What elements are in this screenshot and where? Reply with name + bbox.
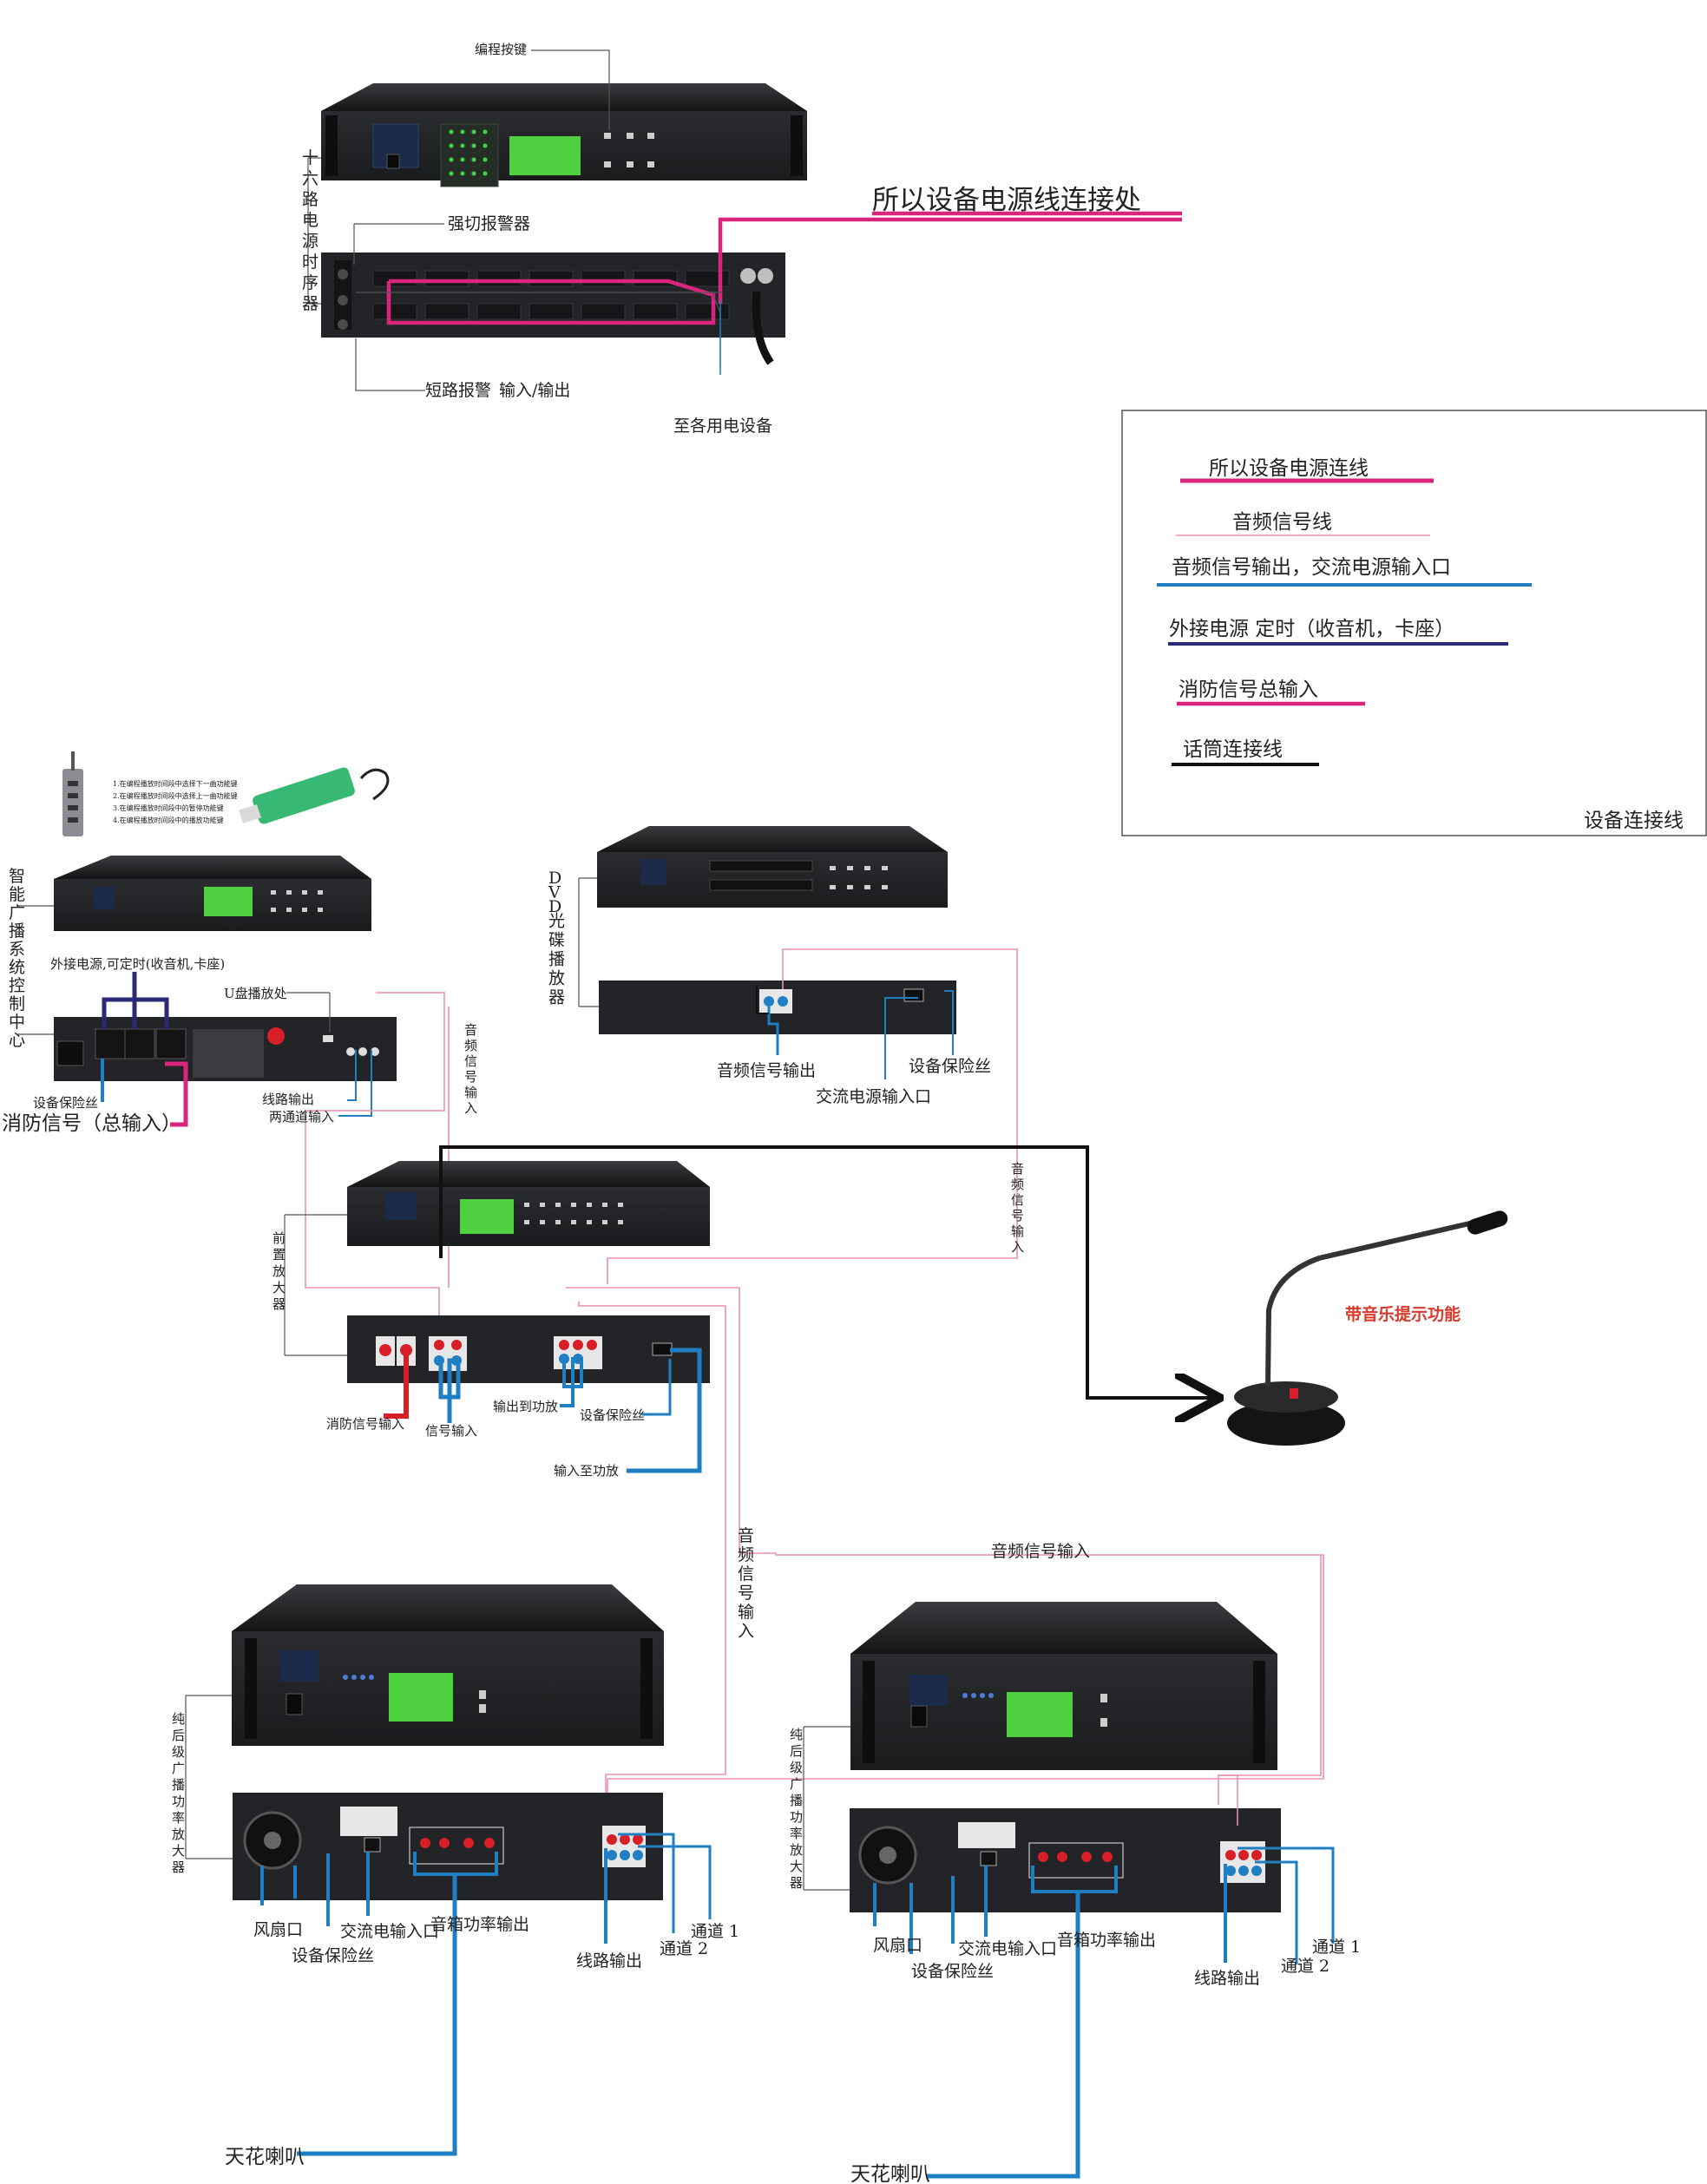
microphone <box>1227 1210 1508 1446</box>
sequencer-callouts <box>307 49 722 391</box>
legend-item-2: 音频信号输出，交流电源输入口 <box>1172 556 1451 579</box>
amp-right-speaker-out-label: 音箱功率输出 <box>1057 1931 1156 1950</box>
amp-left-fuse-label: 设备保险丝 <box>292 1946 374 1965</box>
legend-title: 设备连接线 <box>1584 810 1684 832</box>
control-center-vertical-label: 智能广播系统控制中心 <box>9 867 25 1050</box>
fire-input-line <box>165 1061 188 1127</box>
control-center <box>54 751 397 1081</box>
amp-left-lines <box>260 1833 712 2156</box>
external-power-label: 外接电源,可定时(收音机,卡座) <box>50 956 225 972</box>
preamp-out-to-amp-label: 输出到功放 <box>493 1399 558 1414</box>
dvd-player <box>597 826 956 1034</box>
amp-left <box>232 1584 664 1900</box>
to-devices-label: 至各用电设备 <box>673 416 772 436</box>
usb-play-port[interactable] <box>267 1027 285 1045</box>
preamp-out-line <box>560 1357 583 1407</box>
preamp-signal-line <box>438 1358 461 1423</box>
mic-line <box>439 1145 1217 1398</box>
amp-right-fan-label: 风扇口 <box>873 1936 922 1955</box>
legend-box <box>1121 410 1707 836</box>
legend-item-1: 音频信号线 <box>1232 511 1332 534</box>
amp-right-ac-in-label: 交流电输入口 <box>958 1939 1057 1958</box>
amp-left-ac-in-label: 交流电输入口 <box>340 1922 439 1941</box>
power-lines <box>386 211 1182 325</box>
power-sequencer-front <box>321 83 807 187</box>
mic-feature-label: 带音乐提示功能 <box>1345 1304 1461 1324</box>
amp-right-lines <box>873 1846 1335 2179</box>
remote-note-2: 2.在编程播放时间段中选择上一曲功能键 <box>113 791 238 800</box>
legend-item-4: 消防信号总输入 <box>1178 679 1318 701</box>
usb-drive <box>239 767 390 824</box>
amp-right-line-out-label: 线路输出 <box>1194 1969 1260 1988</box>
cc-frame-lines <box>17 905 331 1035</box>
legend-item-3: 外接电源 定时（收音机，卡座） <box>1169 618 1454 640</box>
amp-left-ch1-label: 通道 1 <box>691 1922 739 1941</box>
usb-slot-label: U盘播放处 <box>224 986 287 1001</box>
control-center-front <box>54 856 371 931</box>
ext-power-lines <box>102 972 169 1029</box>
preamp-to-amp-line <box>627 1348 702 1473</box>
dvd-lines <box>756 985 954 1079</box>
dvd-audio-out-label: 音频信号输出 <box>717 1061 816 1080</box>
remote-control <box>62 751 83 836</box>
amp-right-ch2-label: 通道 2 <box>1281 1957 1329 1976</box>
program-keys[interactable] <box>604 133 654 167</box>
power-connection-title: 所以设备电源线连接处 <box>872 185 1141 216</box>
amp-left-ch2-label: 通道 2 <box>660 1939 708 1958</box>
amp-left-speaker-out-label: 音箱功率输出 <box>430 1915 529 1934</box>
in-out-label: 输入/输出 <box>499 381 570 400</box>
amp-right-audio-in-label: 音频信号输入 <box>991 1542 1090 1561</box>
preamp-fuse-label: 设备保险丝 <box>580 1407 645 1423</box>
two-ch-in-label: 两通道输入 <box>269 1109 334 1125</box>
amp-right <box>850 1602 1281 1912</box>
legend-item-0: 所以设备电源连线 <box>1209 457 1369 480</box>
amp-left-line-out-label: 线路输出 <box>576 1951 642 1971</box>
preamp-fire-in-label: 消防信号输入 <box>326 1416 404 1432</box>
power-sequencer <box>321 83 807 365</box>
remote-note-3: 3.在编程播放时间段中的暂停功能键 <box>113 803 224 812</box>
force-cut-alarm-label: 强切报警器 <box>448 214 530 233</box>
amp-left-vertical-label: 纯后级广播功率放大器 <box>172 1711 185 1875</box>
dvd-fuse-label: 设备保险丝 <box>909 1057 991 1076</box>
amp-right-ch1-label: 通道 1 <box>1312 1938 1361 1957</box>
amp-left-ceiling-speaker-label: 天花喇叭 <box>225 2146 305 2168</box>
legend-item-5: 话筒连接线 <box>1183 738 1283 761</box>
sequencer-vertical-label: 十六路电源时序器 <box>302 148 318 313</box>
program-keys-label: 编程按键 <box>475 42 527 57</box>
preamp-in-to-amp-label: 输入至功放 <box>554 1463 619 1479</box>
preamp-vertical-label: 前置放大器 <box>272 1230 286 1312</box>
amp-right-ceiling-speaker-label: 天花喇叭 <box>850 2163 930 2184</box>
preamp-signal-in-label: 信号输入 <box>425 1423 477 1439</box>
sequencer-lcd <box>509 136 581 175</box>
audio-signal-in-vertical-3: 音频信号输入 <box>738 1526 754 1641</box>
line-out-label: 线路输出 <box>262 1092 314 1107</box>
amp-right-vertical-label: 纯后级广播功率放大器 <box>790 1727 803 1891</box>
sequencer-leds <box>449 129 488 176</box>
control-center-rear <box>54 1017 397 1081</box>
cc-callouts <box>338 1050 372 1117</box>
amp-left-fan-label: 风扇口 <box>253 1920 303 1939</box>
remote-note-4: 4.在编程播放时间段中的播放功能键 <box>113 816 224 824</box>
audio-signal-in-vertical-2: 音频信号输入 <box>1011 1161 1024 1255</box>
preamp <box>347 1161 710 1383</box>
dvd-ac-in-label: 交流电源输入口 <box>816 1087 931 1106</box>
preamp-fire-line <box>384 1350 409 1419</box>
fire-signal-label: 消防信号（总输入） <box>2 1112 181 1135</box>
amp-right-fuse-label: 设备保险丝 <box>911 1962 994 1981</box>
short-alarm-label: 短路报警 <box>425 381 491 400</box>
cc-fuse-label: 设备保险丝 <box>33 1095 98 1111</box>
cc-lcd-label: LCD显示 <box>213 922 243 930</box>
remote-note-1: 1.在编程播放时间段中选择下一曲功能键 <box>113 779 238 788</box>
audio-signal-in-vertical-1: 音频信号输入 <box>464 1022 477 1116</box>
audio-signal-lines <box>305 948 1324 1824</box>
preamp-fuse-line <box>642 1359 672 1416</box>
